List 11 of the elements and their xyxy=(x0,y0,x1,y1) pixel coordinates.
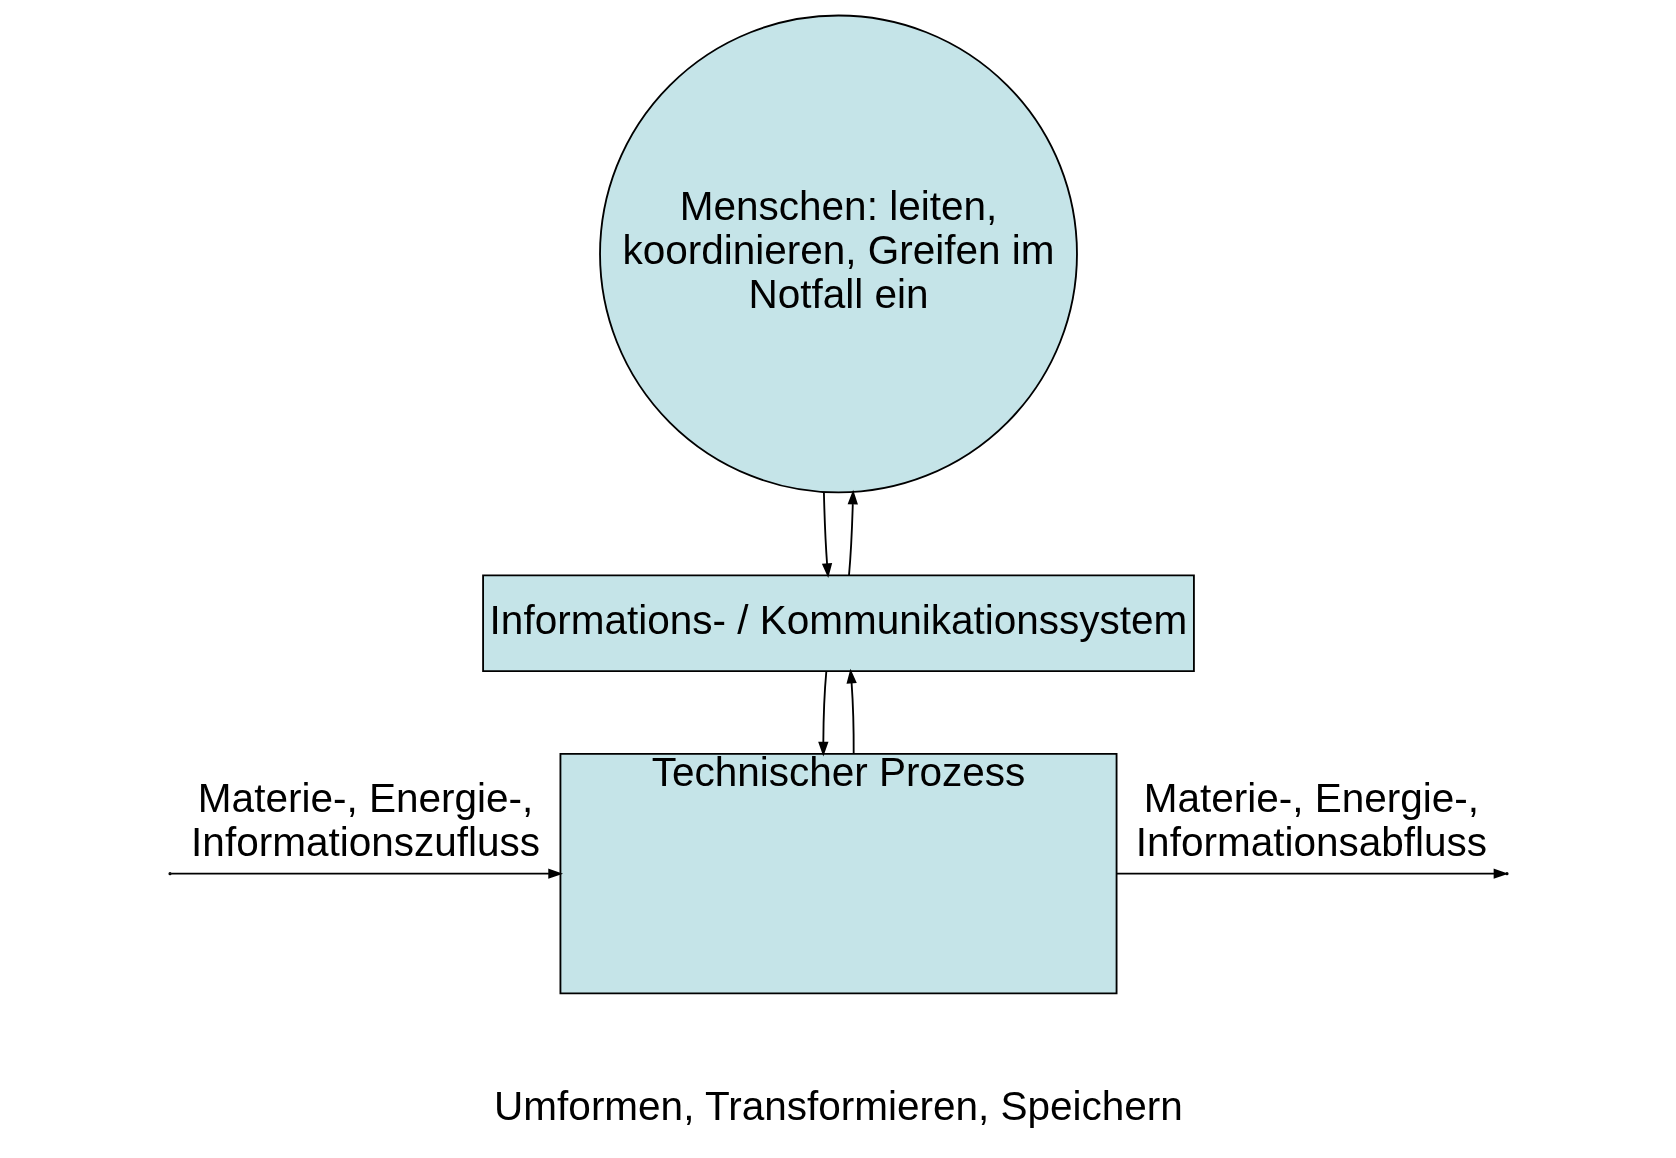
node-label: Umformen, Transformieren, Speichern xyxy=(493,1082,1183,1129)
arrow xyxy=(817,670,828,757)
edge-label: Materie-, Energie-, Informationsabfluss xyxy=(1135,775,1487,866)
arrow xyxy=(169,868,563,879)
edge-label: Materie-, Energie-, Informationszufluss xyxy=(190,775,540,866)
arrow xyxy=(847,489,858,577)
node-box: Informations- / Kommunikationssystem xyxy=(481,574,1195,672)
arrow xyxy=(846,668,857,755)
node-circle: Menschen: leiten, koordinieren, Greifen im Notfall ein xyxy=(598,14,1078,494)
node-box: Technischer Prozess xyxy=(559,753,1117,995)
arrow xyxy=(821,491,832,579)
